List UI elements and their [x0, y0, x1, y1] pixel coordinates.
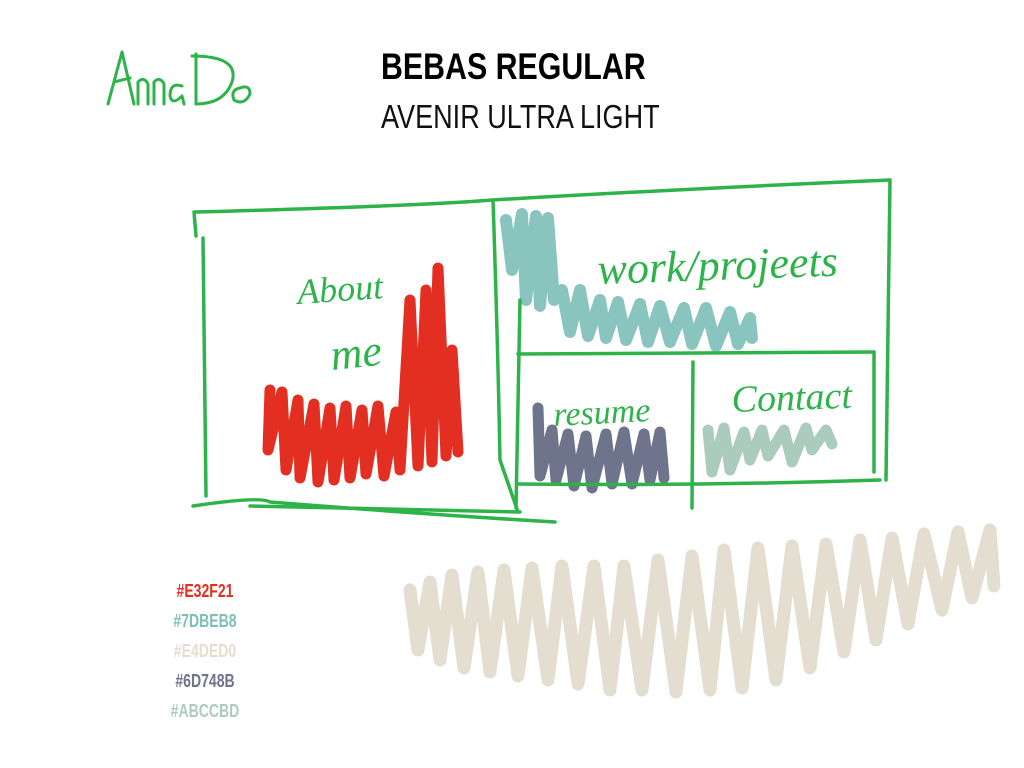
label-me: me [328, 326, 384, 380]
font-sample-secondary: AVENIR ULTRA LIGHT [381, 98, 660, 135]
label-work: work/projeets [597, 237, 839, 294]
color-palette: #E32F21 #7DBEB8 #E4DED0 #6D748B #ABCCBD [150, 576, 260, 726]
section-labels: About me work/projeets resume Contact [294, 237, 854, 434]
about-scribble [262, 262, 464, 488]
background-scribble [403, 523, 1001, 699]
font-sample-primary: BEBAS REGULAR [381, 46, 646, 87]
swatch-slate: #6D748B [175, 671, 235, 691]
label-contact: Contact [731, 375, 854, 421]
label-about: About [294, 266, 386, 312]
label-resume: resume [552, 392, 651, 434]
work-scribble [500, 208, 758, 352]
wireframe-outline [191, 178, 892, 524]
resume-scribble [532, 402, 670, 494]
signature-logo [106, 50, 252, 106]
swatch-sage: #ABCCBD [170, 701, 240, 721]
contact-scribble [702, 422, 838, 478]
swatch-red: #E32F21 [176, 581, 234, 601]
swatch-beige: #E4DED0 [173, 641, 237, 661]
swatch-teal: #7DBEB8 [173, 611, 237, 631]
